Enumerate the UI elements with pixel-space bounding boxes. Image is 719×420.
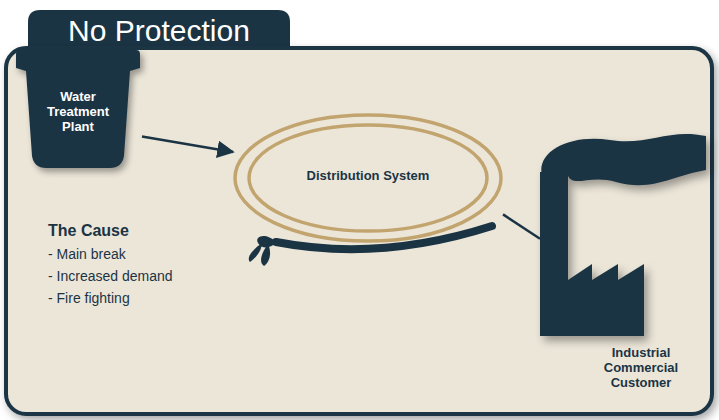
cause-heading: The Cause — [48, 222, 129, 240]
distribution-ring-label: Distribution System — [268, 169, 468, 184]
customer-factory: Industrial Commercial Customer — [540, 130, 708, 402]
cause-item: - Fire fighting — [48, 290, 130, 306]
connector — [503, 214, 540, 238]
title-tab — [28, 10, 290, 52]
panel-frame — [6, 48, 712, 414]
main-break-symbol — [249, 243, 262, 262]
cause-item: - Increased demand — [48, 268, 173, 284]
treatment-plant: Water Treatment Plant — [14, 50, 142, 170]
distribution-ring: Distribution System — [233, 113, 503, 243]
treatment-plant-label: Water Treatment Plant — [40, 90, 116, 135]
main-break-symbol — [261, 244, 270, 266]
connector — [142, 136, 233, 152]
panel-title: No Protection — [28, 10, 290, 52]
customer-factory-label: Industrial Commercial Customer — [596, 346, 686, 391]
cause-item: - Main break — [48, 246, 126, 262]
